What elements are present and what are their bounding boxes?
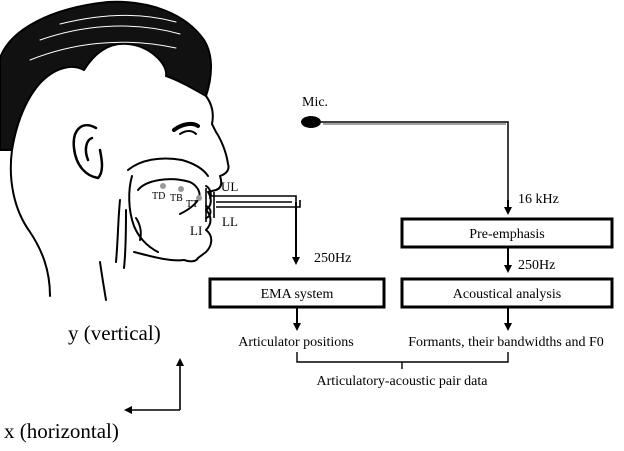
- back-of-head: [11, 150, 50, 296]
- output-articulator-positions: Articulator positions: [238, 335, 354, 350]
- ema-system-label: EMA system: [261, 287, 334, 302]
- sensor-label-ul: UL: [221, 179, 238, 194]
- sensor-label-tb: TB: [170, 193, 183, 204]
- sensor-label-tt: TT: [186, 199, 198, 210]
- pharynx: [116, 200, 120, 262]
- rate-mic: 16 kHz: [518, 192, 559, 207]
- mic-cable: [321, 122, 508, 212]
- eye: [174, 124, 198, 130]
- pair-bracket: [297, 352, 508, 369]
- rate-ema: 250Hz: [314, 251, 351, 266]
- acoustical-analysis-label: Acoustical analysis: [453, 287, 561, 302]
- mic-label: Mic.: [302, 95, 328, 110]
- oral-cavity: [128, 158, 208, 176]
- sensor-label-td: TD: [152, 191, 165, 202]
- sensor-label-ll: LL: [222, 214, 238, 229]
- ear: [74, 125, 102, 178]
- preemphasis-label: Pre-emphasis: [469, 227, 544, 242]
- sensor-label-li: LI: [190, 223, 202, 238]
- y-axis-label: y (vertical): [68, 321, 161, 345]
- head-illustration: [0, 2, 229, 300]
- mic-icon: [301, 116, 321, 128]
- sensor-tb-dot: [178, 186, 184, 192]
- x-axis-label: x (horizontal): [4, 419, 119, 443]
- sensor-td-dot: [160, 183, 166, 189]
- rate-acoustic: 250Hz: [518, 258, 555, 273]
- output-pair-data: Articulatory-acoustic pair data: [316, 374, 488, 389]
- output-acoustic-features: Formants, their bandwidths and F0: [408, 335, 604, 350]
- neck: [100, 262, 106, 300]
